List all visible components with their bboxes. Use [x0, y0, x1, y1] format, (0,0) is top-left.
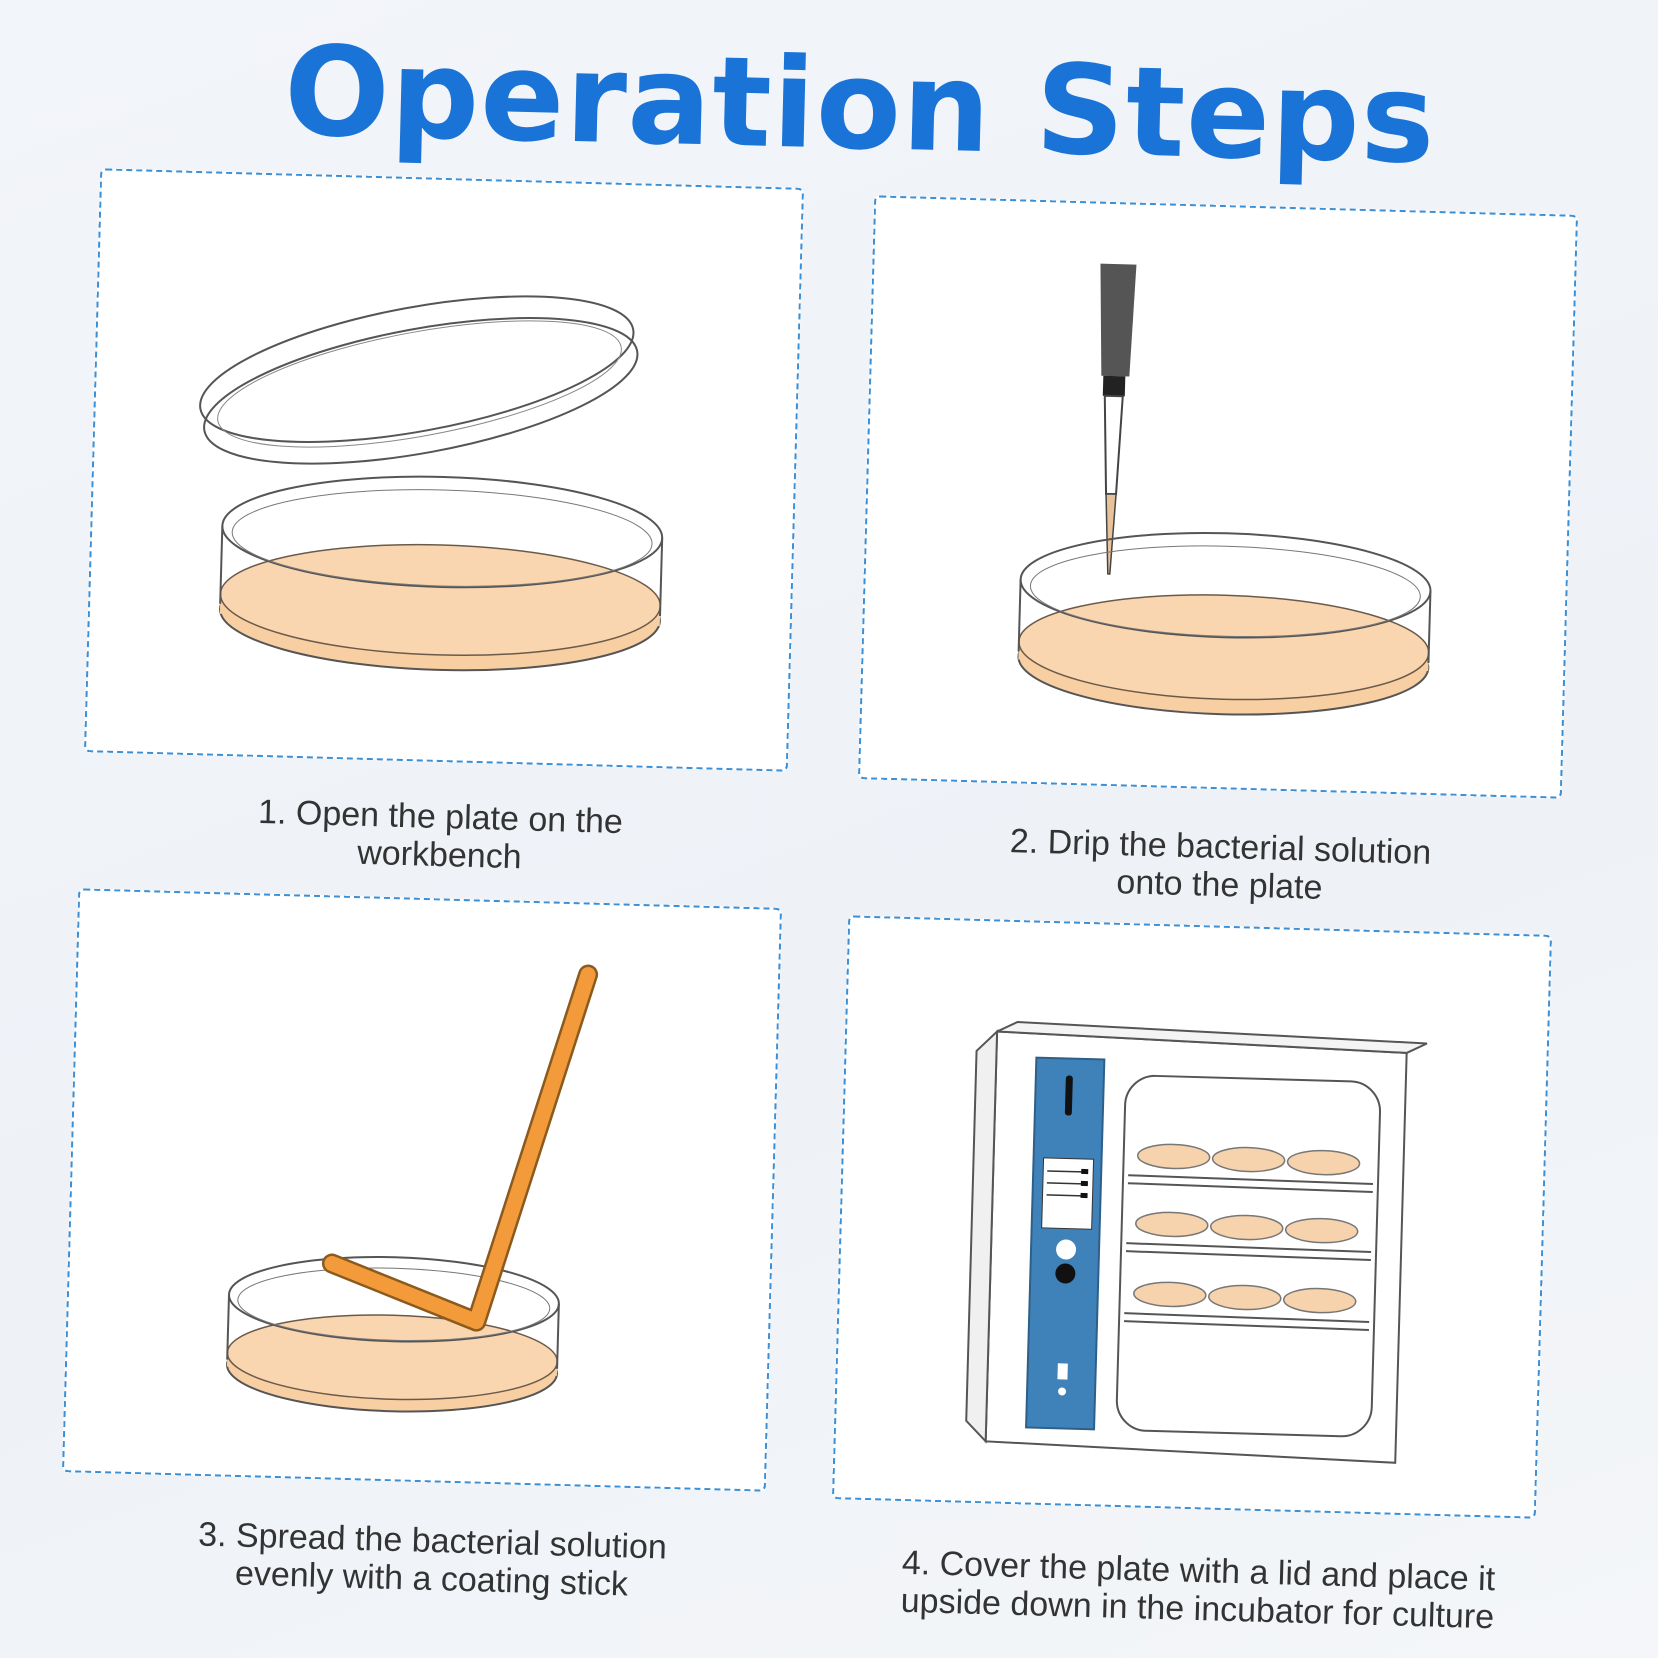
- step-4-panel: [831, 915, 1553, 1519]
- step-1-caption: 1. Open the plate on the workbench: [59, 787, 821, 884]
- step-3-caption: 3. Spread the bacterial solution evenly …: [51, 1511, 813, 1608]
- step-2-caption: 2. Drip the bacterial solution onto the …: [839, 817, 1601, 914]
- step-4-caption: 4. Cover the plate with a lid and place …: [817, 1541, 1579, 1638]
- step-3-panel: [61, 888, 783, 1492]
- coating-stick-icon: [226, 964, 599, 1413]
- incubator-icon: [965, 1021, 1428, 1464]
- page-title: Operation Steps: [282, 19, 1438, 193]
- step-1-panel: [83, 168, 805, 772]
- petri-dish-icon: [199, 295, 664, 672]
- pipette-icon: [1017, 263, 1432, 716]
- step-2-panel: [857, 195, 1579, 799]
